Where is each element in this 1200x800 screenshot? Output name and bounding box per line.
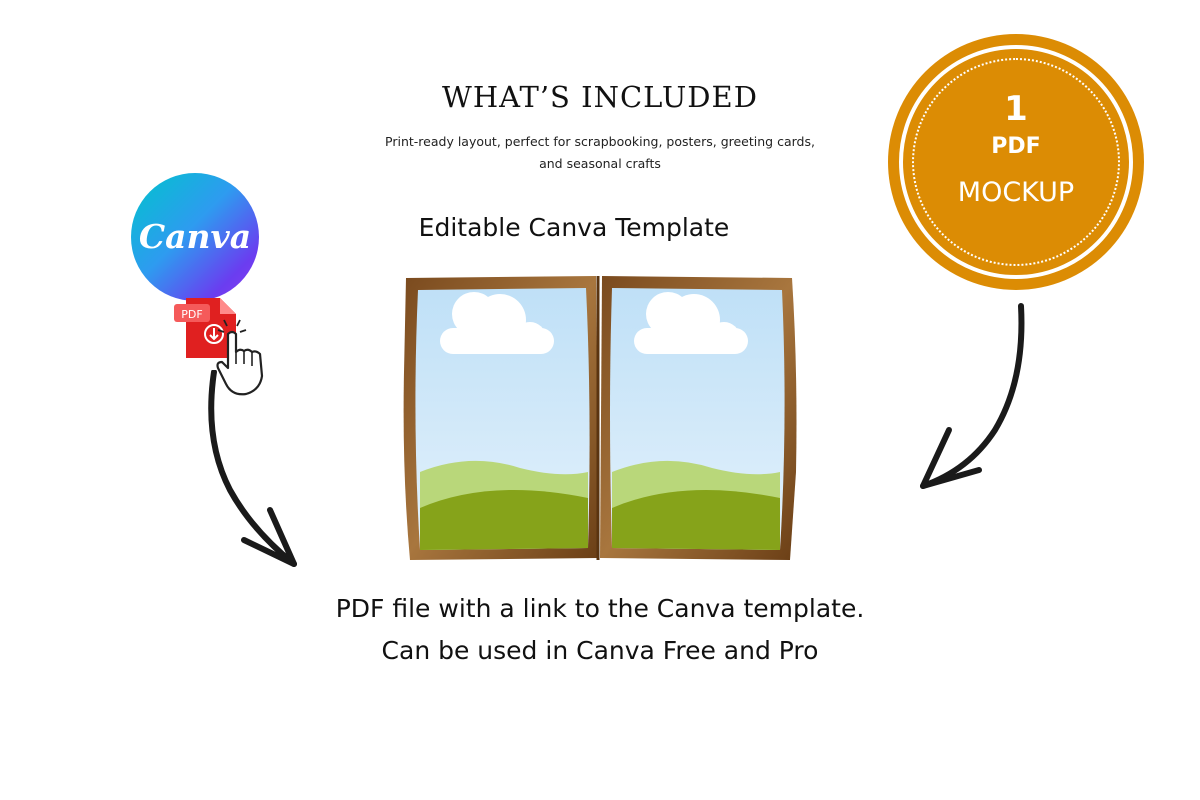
curved-arrow-icon [920, 303, 1025, 489]
template-label: Editable Canva Template [418, 213, 730, 242]
footer-line-2: Can be used in Canva Free and Pro [381, 636, 819, 665]
pdf-icon-label: PDF [181, 308, 202, 321]
book-mockup [403, 276, 797, 560]
badge-dotted-ring [912, 58, 1120, 266]
badge-ring [899, 45, 1133, 279]
subtitle-line-2: and seasonal crafts [539, 156, 661, 171]
pdf-file-icon: PDF [174, 298, 264, 396]
page-title: WHAT’S INCLUDED [442, 80, 758, 114]
page-subtitle: Print-ready layout, perfect for scrapboo… [350, 131, 850, 175]
canva-logo: Canva [131, 173, 259, 301]
badge-number: 1 [1004, 89, 1028, 129]
badge-type: PDF [991, 134, 1041, 159]
pointing-hand-icon [216, 319, 264, 396]
subtitle-line-1: Print-ready layout, perfect for scrapboo… [385, 134, 815, 149]
footer-text: PDF file with a link to the Canva templa… [0, 588, 1200, 672]
footer-line-1: PDF file with a link to the Canva templa… [335, 594, 865, 623]
curved-arrow-icon [208, 370, 297, 567]
badge-label: MOCKUP [957, 177, 1075, 208]
canva-logo-text: Canva [138, 217, 252, 256]
mockup-badge: 1 PDF MOCKUP [888, 34, 1144, 290]
